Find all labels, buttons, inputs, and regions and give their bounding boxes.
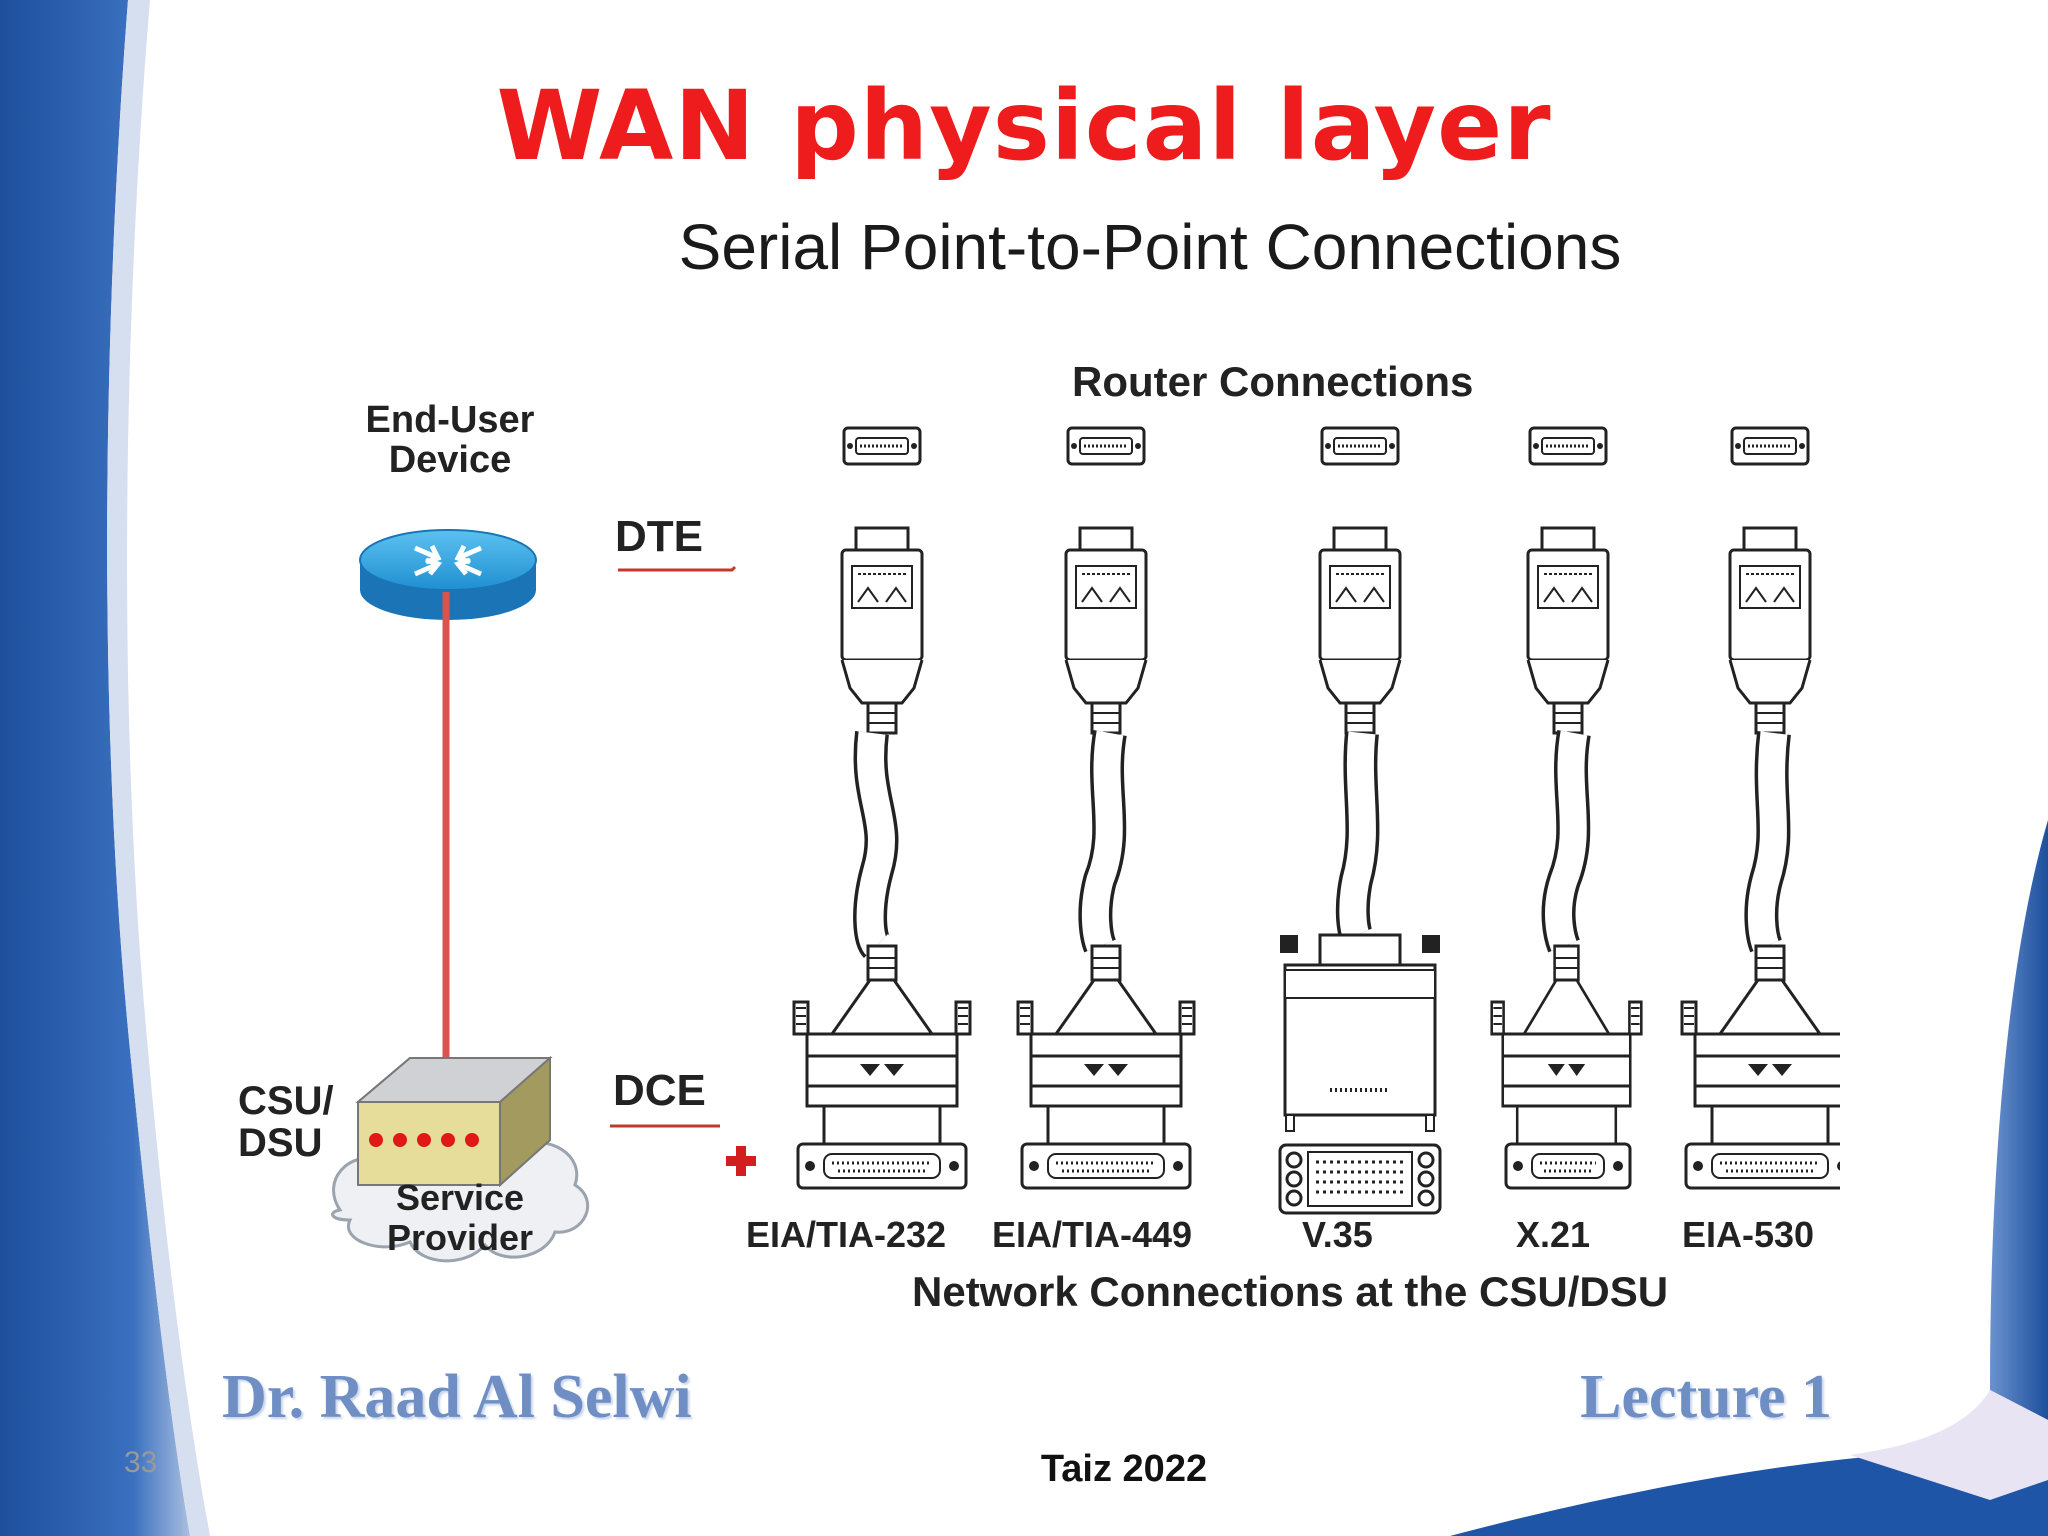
cable-x21 <box>1490 426 1643 1190</box>
csu-dsu-icon <box>355 1055 553 1188</box>
connector-label-v35: V.35 <box>1302 1214 1373 1255</box>
lecture-label: Lecture 1 <box>1580 1363 1832 1431</box>
footer-text: Taiz 2022 <box>1040 1448 1208 1490</box>
connector-label-x21: X.21 <box>1516 1214 1591 1255</box>
connector-label-eia-tia-449: EIA/TIA-449 <box>992 1214 1193 1255</box>
connector-label-eia-530: EIA-530 <box>1682 1214 1815 1255</box>
author-name: Dr. Raad Al Selwi <box>222 1363 692 1431</box>
router-connections-label: Router Connections <box>1072 358 1474 405</box>
dte-label: DTE <box>615 512 703 561</box>
cable-eia-tia-232 <box>792 426 972 1190</box>
end-user-device-label: End-User Device <box>365 399 535 481</box>
router-icon <box>359 529 537 620</box>
connector-label-eia-tia-232: EIA/TIA-232 <box>746 1214 947 1255</box>
cable-eia-tia-449 <box>1016 426 1196 1190</box>
network-connections-label: Network Connections at the CSU/DSU <box>912 1268 1669 1315</box>
service-provider-label: Service Provider <box>386 1177 534 1258</box>
dce-label: DCE <box>613 1066 706 1115</box>
diagram-panel: Serial Point-to-Point Connections Router… <box>210 190 1840 1340</box>
diagram-subtitle: Serial Point-to-Point Connections <box>678 211 1622 283</box>
csu-dsu-label: CSU/ DSU <box>238 1079 334 1165</box>
page-number: 33 <box>124 1446 158 1479</box>
slide-title: WAN physical layer <box>496 70 1552 182</box>
cable-eia-530 <box>1680 426 1840 1190</box>
diagram-graphics <box>331 426 1840 1263</box>
cable-v35 <box>1278 426 1442 1215</box>
